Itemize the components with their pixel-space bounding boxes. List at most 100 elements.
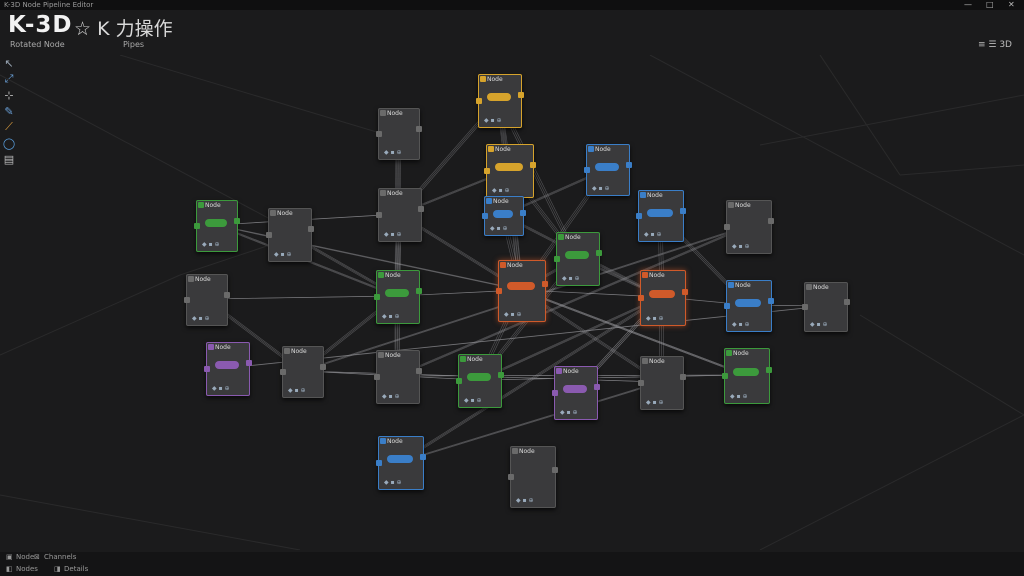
node-input-port[interactable]: [724, 224, 730, 230]
node-preview-pill: [649, 289, 675, 298]
graph-node[interactable]: Node◆ ▪ ⊕: [204, 342, 252, 396]
tool-palette: ↖ ⤢ ⊹ ✎ ⟋ ◯ ▤: [2, 55, 16, 167]
node-input-port[interactable]: [194, 223, 200, 229]
node-input-port[interactable]: [456, 378, 462, 384]
close-button[interactable]: ✕: [1008, 0, 1015, 9]
transform-icon[interactable]: ⊹: [4, 88, 14, 102]
node-output-port[interactable]: [418, 206, 424, 213]
node-output-port[interactable]: [416, 368, 422, 375]
graph-node[interactable]: Node◆ ▪ ⊕: [376, 188, 424, 242]
graph-node[interactable]: Node◆ ▪ ⊕: [722, 348, 772, 404]
node-output-port[interactable]: [420, 454, 426, 461]
graph-node[interactable]: Node◆ ▪ ⊕: [724, 280, 774, 332]
select-icon[interactable]: ⤢: [4, 72, 14, 85]
graph-node[interactable]: Node◆ ▪ ⊕: [552, 366, 600, 420]
status-node[interactable]: Node: [16, 553, 35, 561]
node-input-port[interactable]: [638, 295, 644, 301]
node-input-port[interactable]: [184, 297, 190, 303]
node-output-port[interactable]: [766, 367, 772, 373]
node-input-port[interactable]: [476, 98, 482, 104]
node-output-port[interactable]: [246, 360, 252, 367]
node-input-port[interactable]: [280, 369, 286, 375]
node-input-port[interactable]: [638, 380, 644, 386]
graph-node[interactable]: Node◆ ▪ ⊕: [724, 200, 774, 254]
node-input-port[interactable]: [374, 374, 380, 380]
graph-node[interactable]: Node◆ ▪ ⊕: [496, 260, 548, 322]
connection-wire: [397, 381, 660, 463]
graph-node[interactable]: Node◆ ▪ ⊕: [584, 144, 632, 196]
graph-node[interactable]: Node◆ ▪ ⊕: [638, 270, 688, 326]
graph-node[interactable]: Node◆ ▪ ⊕: [374, 350, 422, 404]
graph-node[interactable]: Node◆ ▪ ⊕: [194, 200, 240, 252]
node-output-port[interactable]: [844, 299, 850, 305]
node-input-port[interactable]: [508, 474, 514, 480]
node-output-port[interactable]: [542, 281, 548, 287]
lasso-icon[interactable]: ◯: [2, 136, 16, 150]
node-input-port[interactable]: [266, 232, 272, 238]
node-output-port[interactable]: [416, 288, 422, 295]
node-output-port[interactable]: [224, 291, 230, 298]
node-type-icon: [558, 234, 564, 240]
node-input-port[interactable]: [584, 167, 590, 173]
node-output-port[interactable]: [520, 209, 526, 216]
node-input-port[interactable]: [376, 212, 382, 218]
node-output-port[interactable]: [768, 297, 774, 304]
node-input-port[interactable]: [724, 303, 730, 309]
graph-node[interactable]: Node◆ ▪ ⊕: [508, 446, 558, 508]
node-output-port[interactable]: [234, 217, 240, 224]
node-output-port[interactable]: [518, 92, 524, 99]
maximize-button[interactable]: □: [986, 0, 994, 9]
panel-left-label[interactable]: Rotated Node: [10, 40, 65, 49]
node-input-port[interactable]: [484, 168, 490, 174]
node-output-port[interactable]: [594, 384, 600, 391]
graph-node[interactable]: Node◆ ▪ ⊕: [482, 196, 526, 236]
node-output-port[interactable]: [680, 374, 686, 381]
node-output-port[interactable]: [552, 467, 558, 473]
node-type-icon: [460, 356, 466, 362]
node-output-port[interactable]: [680, 207, 686, 214]
node-output-port[interactable]: [682, 289, 688, 295]
status-details[interactable]: Details: [64, 565, 89, 573]
minimize-button[interactable]: —: [964, 0, 972, 9]
node-output-port[interactable]: [320, 363, 326, 370]
graph-node[interactable]: Node◆ ▪ ⊕: [484, 144, 536, 198]
panel-right-label[interactable]: Pipes: [123, 40, 145, 49]
node-output-port[interactable]: [596, 250, 602, 257]
graph-node[interactable]: Node◆ ▪ ⊕: [376, 108, 422, 160]
node-input-port[interactable]: [722, 373, 728, 379]
graph-node[interactable]: Node◆ ▪ ⊕: [374, 270, 422, 324]
graph-node[interactable]: Node◆ ▪ ⊕: [636, 190, 686, 242]
view-options[interactable]: ≡ ☰ 3D: [978, 40, 1012, 50]
pen-icon[interactable]: ✎: [4, 104, 14, 118]
node-input-port[interactable]: [374, 294, 380, 300]
graph-node[interactable]: Node◆ ▪ ⊕: [554, 232, 602, 286]
node-output-port[interactable]: [530, 162, 536, 169]
graph-node[interactable]: Node◆ ▪ ⊕: [376, 436, 426, 490]
graph-node[interactable]: Node◆ ▪ ⊕: [280, 346, 326, 398]
graph-node[interactable]: Node◆ ▪ ⊕: [266, 208, 314, 262]
node-input-port[interactable]: [204, 366, 210, 372]
node-output-port[interactable]: [626, 161, 632, 168]
node-output-port[interactable]: [498, 372, 504, 379]
graph-node[interactable]: Node◆ ▪ ⊕: [184, 274, 230, 326]
node-output-port[interactable]: [768, 218, 774, 225]
node-input-port[interactable]: [482, 213, 488, 219]
move-arrow-icon[interactable]: ↖: [4, 56, 14, 70]
graph-node[interactable]: Node◆ ▪ ⊕: [476, 74, 524, 128]
status-nodes[interactable]: Nodes: [16, 565, 38, 573]
graph-node[interactable]: Node◆ ▪ ⊕: [456, 354, 504, 408]
node-input-port[interactable]: [802, 304, 808, 310]
graph-node[interactable]: Node◆ ▪ ⊕: [638, 356, 686, 410]
node-input-port[interactable]: [376, 131, 382, 137]
curve-icon[interactable]: ⟋: [5, 120, 13, 133]
node-input-port[interactable]: [376, 460, 382, 466]
graph-node[interactable]: Node◆ ▪ ⊕: [802, 282, 850, 332]
status-channels[interactable]: Channels: [44, 553, 77, 561]
node-input-port[interactable]: [554, 256, 560, 262]
panel-icon[interactable]: ▤: [3, 152, 15, 166]
node-input-port[interactable]: [552, 390, 558, 396]
node-output-port[interactable]: [308, 226, 314, 233]
node-input-port[interactable]: [496, 288, 502, 294]
node-input-port[interactable]: [636, 213, 642, 219]
node-output-port[interactable]: [416, 125, 422, 132]
